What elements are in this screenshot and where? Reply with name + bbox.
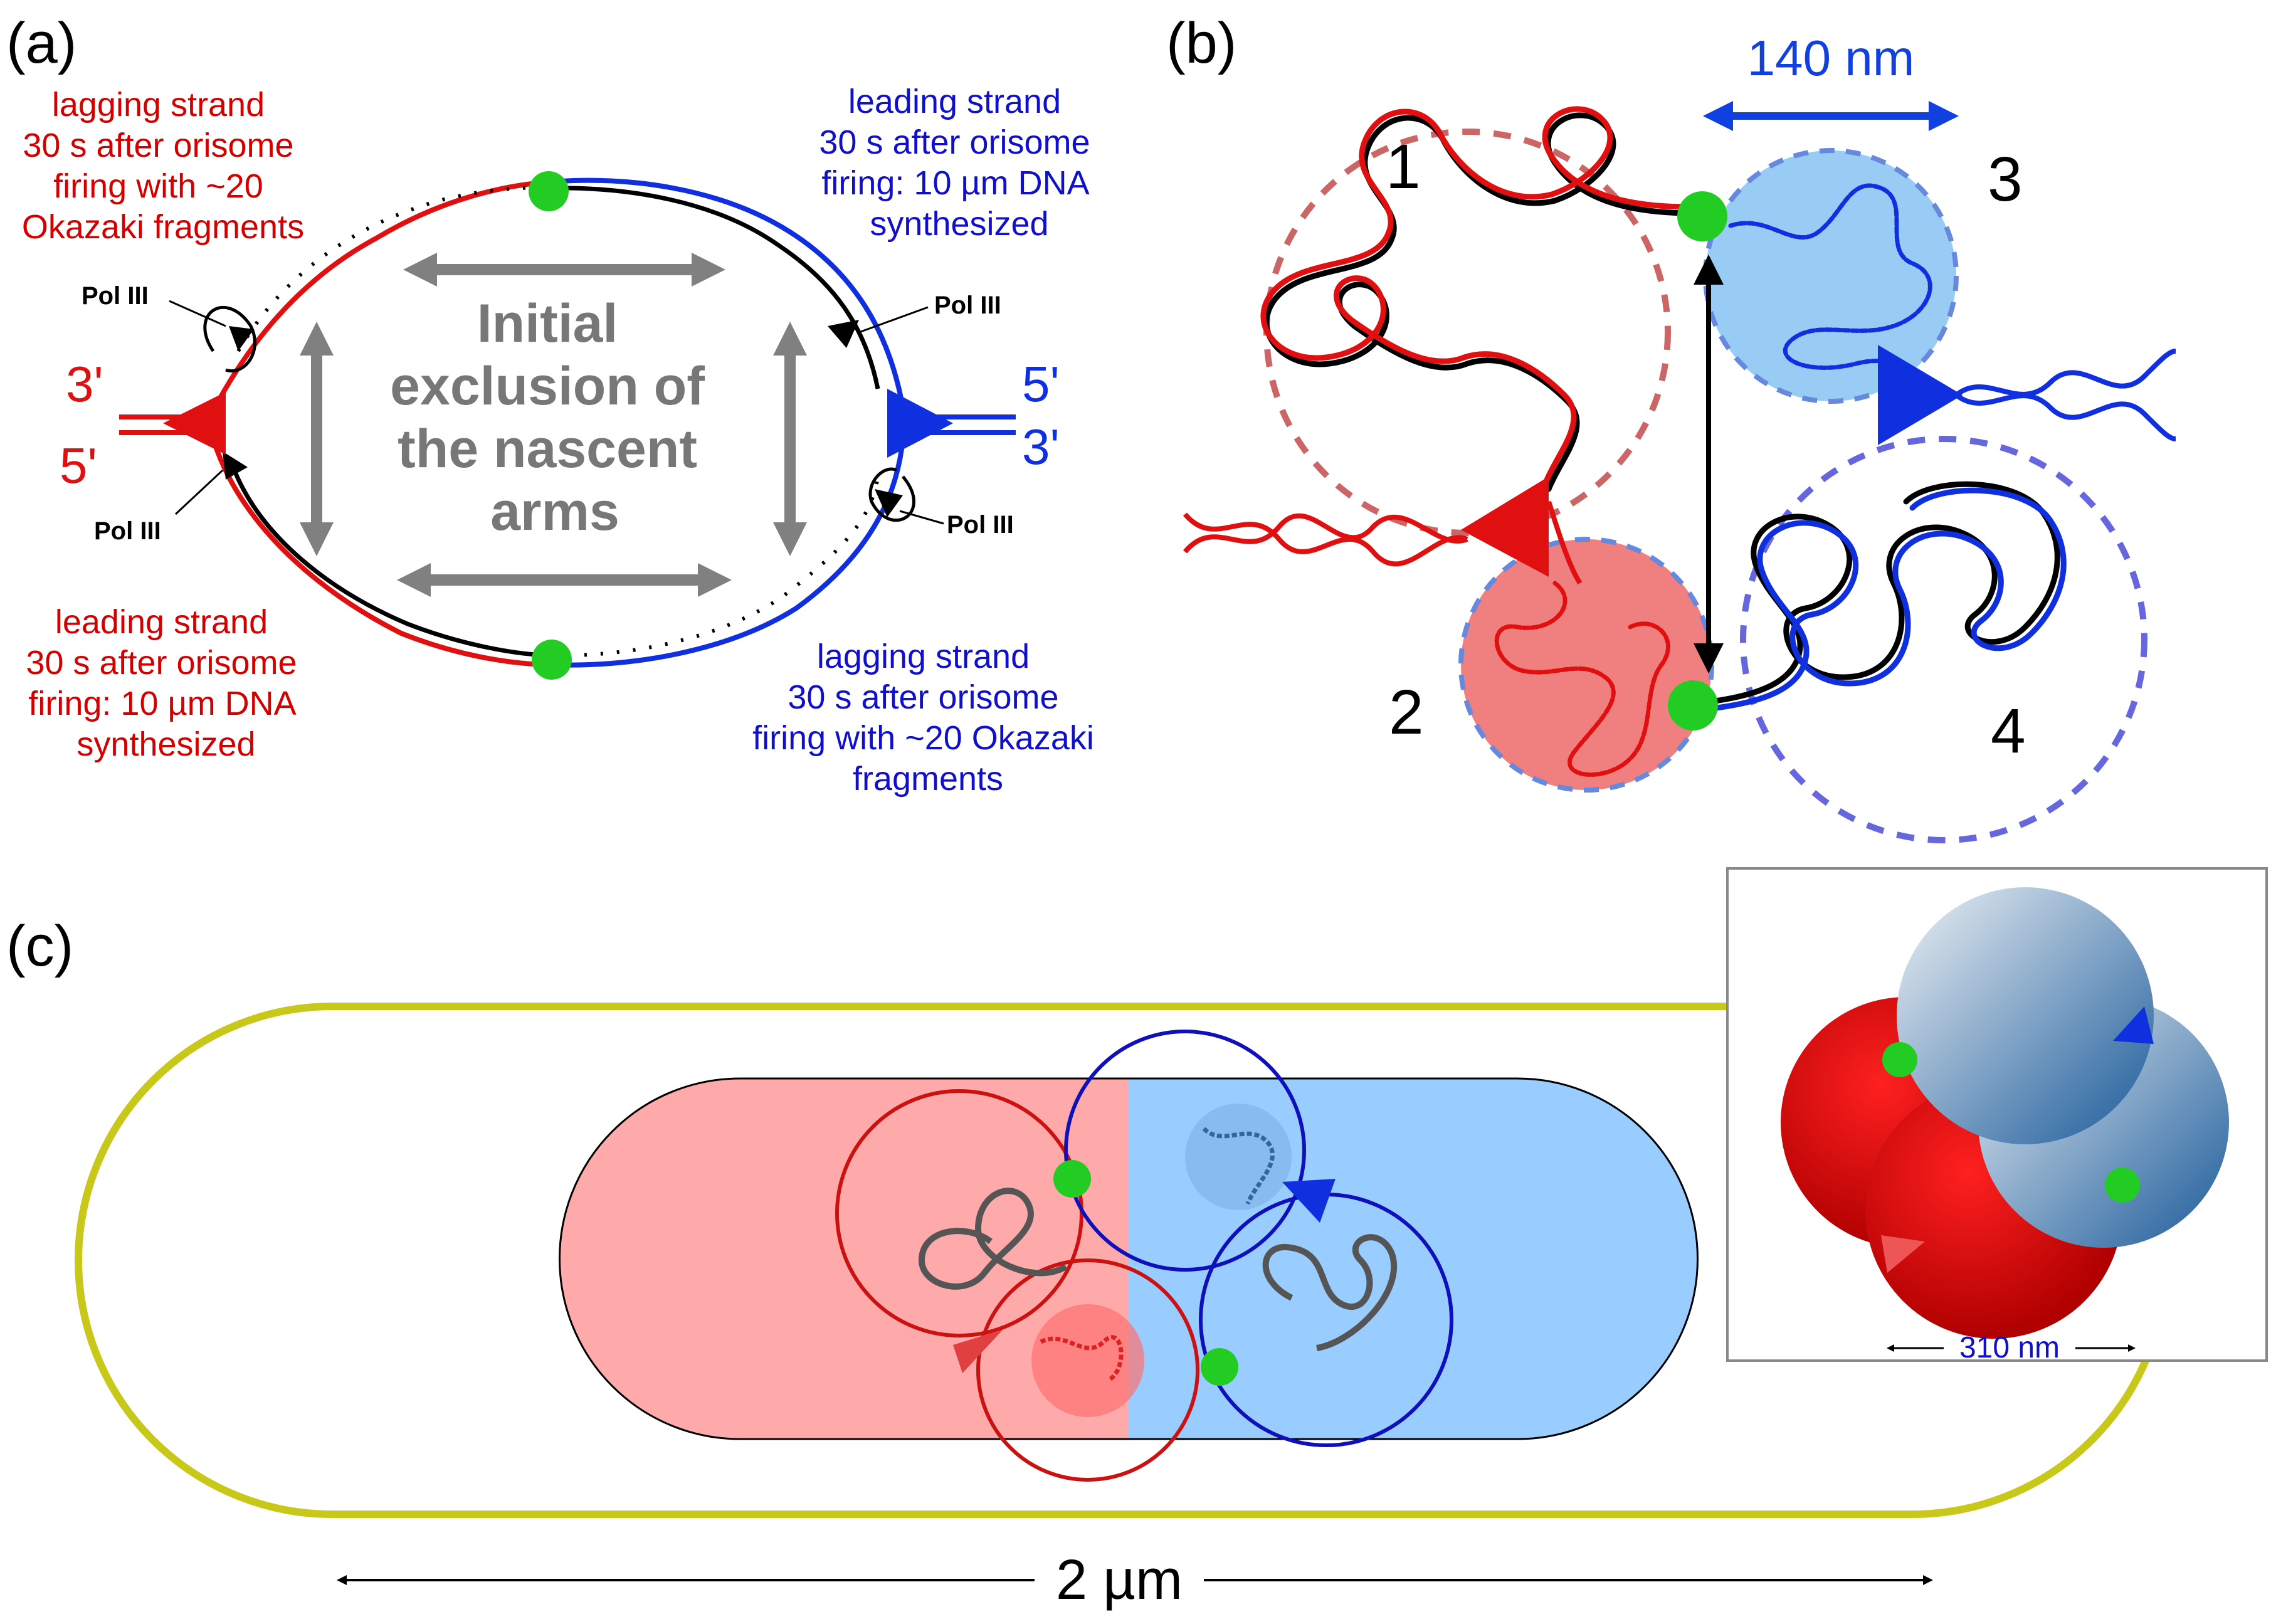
- blue-tail-b: [1954, 349, 2176, 398]
- left-end-bottom: 5': [60, 438, 97, 493]
- c-circle-blue-1: [1064, 1030, 1306, 1272]
- caption-top-right: leading strand 30 s after orisome firing…: [819, 83, 1099, 243]
- red-strand-bottom: [211, 438, 552, 667]
- c-origin-top: [1053, 1160, 1091, 1198]
- inset-blue-sphere-2: [1897, 887, 2154, 1144]
- domain-number-2: 2: [1389, 677, 1424, 747]
- red-strand-top: [211, 179, 552, 412]
- domain-2-circle: [1458, 537, 1714, 793]
- blue-fork-lines: [928, 414, 1016, 435]
- red-tail-b: [1183, 512, 1468, 567]
- origin-dot-b-top: [1677, 191, 1727, 241]
- red-tail-b-2: [1183, 513, 1468, 554]
- inset-origin-1: [1882, 1042, 1917, 1077]
- center-text: Initial exclusion of the nascent arms: [390, 293, 720, 542]
- c-coil-2: [1262, 1234, 1398, 1351]
- red-fork-link: [1546, 500, 1583, 585]
- inset-scale-label: 310 nm: [1959, 1331, 2060, 1364]
- panel-b: (b) 140 nm: [1166, 11, 2176, 843]
- pol-pointer-4: [899, 510, 944, 525]
- inset-red-triangle: [1881, 1235, 1925, 1273]
- pol-triangle-4: [875, 489, 903, 517]
- scale-140-label: 140 nm: [1747, 30, 1915, 86]
- domain-4-coil: [1702, 481, 2067, 712]
- domain-2-coil: [1494, 581, 1670, 777]
- blue-fork-b: [1878, 345, 1963, 445]
- c-circle-red-2: [976, 1258, 1199, 1482]
- domain-3-coil: [1728, 183, 1932, 391]
- pol-label-3: Pol III: [934, 292, 1001, 319]
- domain-4-circle: [1740, 436, 2147, 843]
- inset-blue-triangle: [2113, 1006, 2154, 1044]
- origin-dot-a-bottom: [532, 640, 572, 680]
- inset-origin-2: [2105, 1168, 2140, 1203]
- red-fork: [163, 392, 226, 455]
- pol-loop-left: [203, 305, 256, 372]
- pol-pointer-2: [174, 469, 224, 515]
- pol-triangle-2: [223, 451, 248, 480]
- blue-tail-b-2: [1954, 393, 2176, 441]
- caption-top-left: lagging strand 30 s after orisome firing…: [22, 86, 304, 246]
- pol-pointer-3: [858, 306, 929, 334]
- red-fork-lines: [119, 414, 188, 435]
- domain-number-1: 1: [1386, 132, 1421, 202]
- c-blue-blob: [1185, 1104, 1292, 1210]
- right-end-top: 5': [1022, 356, 1060, 412]
- domain-3-circle: [1703, 148, 1959, 404]
- panel-a-label: (a): [6, 11, 76, 75]
- c-coil-1: [918, 1188, 1068, 1290]
- left-end-top: 3': [66, 356, 103, 412]
- pol-label-1: Pol III: [82, 282, 149, 310]
- right-end-bottom: 3': [1022, 419, 1060, 475]
- domain-number-4: 4: [1991, 696, 2026, 766]
- red-fork-b: [1461, 477, 1549, 577]
- nucleoid-outline: [559, 1077, 1699, 1440]
- black-strand-bottom-right: [551, 476, 880, 658]
- domain-1-circle: [1263, 129, 1671, 536]
- pol-label-4: Pol III: [947, 511, 1014, 539]
- c-red-blob: [1031, 1304, 1144, 1417]
- c-blue-triangle: [1282, 1179, 1336, 1223]
- pol-triangle-3: [828, 320, 859, 348]
- length-label: 2 µm: [1056, 1549, 1183, 1611]
- domain-1-coil: [1260, 106, 1696, 492]
- blue-fork: [887, 389, 953, 458]
- blue-strand-top: [551, 177, 905, 408]
- domain-number-3: 3: [1988, 144, 2023, 214]
- c-origin-bottom: [1201, 1348, 1238, 1386]
- origin-dot-b-bottom: [1668, 680, 1718, 730]
- pol-label-2: Pol III: [94, 517, 161, 545]
- panel-a: (a) Initial exc: [6, 11, 1104, 798]
- caption-bottom-right: lagging strand 30 s after orisome firing…: [752, 638, 1104, 798]
- pol-pointer-1: [169, 300, 226, 327]
- c-red-triangle: [953, 1329, 1003, 1373]
- pol-loop-right: [868, 467, 915, 522]
- panel-b-label: (b): [1166, 11, 1236, 75]
- c-coil-3: [1202, 1127, 1275, 1205]
- black-strand-bottom-left: [229, 463, 552, 658]
- panel-c: (c) 2 µm: [6, 867, 2268, 1611]
- black-strand-top-left: [236, 186, 552, 352]
- black-strand-top-right: [551, 186, 880, 389]
- origin-dot-a-top: [529, 171, 569, 211]
- pol-triangle-1: [229, 326, 254, 351]
- panel-c-label: (c): [6, 914, 73, 978]
- caption-bottom-left: leading strand 30 s after orisome firing…: [26, 603, 306, 763]
